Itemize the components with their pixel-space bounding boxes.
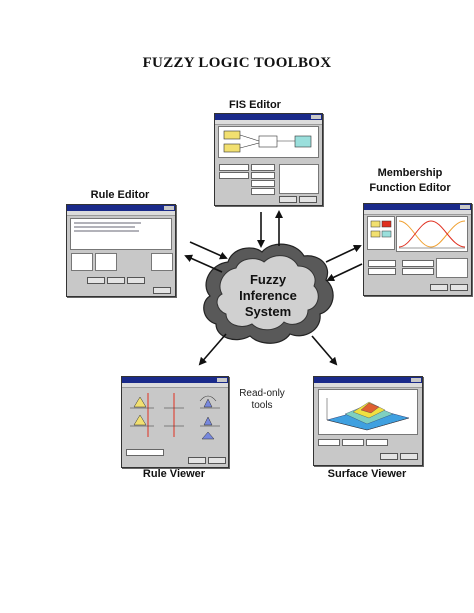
- surface-viewer-menubar[interactable]: [314, 383, 422, 388]
- mf-editor-label-line2: Function Editor: [369, 182, 451, 194]
- rule-editor-window[interactable]: [66, 204, 176, 297]
- rule-viewer-titlebar[interactable]: [122, 377, 228, 383]
- mf-params-field[interactable]: [402, 260, 434, 267]
- surface-y-input-field[interactable]: [342, 439, 364, 446]
- arrow-mf-editor-in: [325, 244, 362, 263]
- fis-type-field[interactable]: [219, 172, 249, 179]
- fis-editor-menubar[interactable]: [215, 120, 322, 125]
- rule-editor-menubar[interactable]: [67, 211, 175, 216]
- fis-cloud-shape: [203, 243, 334, 344]
- page-title: FUZZY LOGIC TOOLBOX: [142, 55, 332, 71]
- surface-z-output-field[interactable]: [366, 439, 388, 446]
- mf-help-button[interactable]: [430, 284, 448, 291]
- rule-viewer-close-button[interactable]: [208, 457, 226, 464]
- center-line-1: Fuzzy: [250, 272, 287, 287]
- arrow-mf-editor-out: [326, 263, 363, 282]
- mf-editor-titlebar[interactable]: [364, 204, 471, 210]
- rule-editor-label: Rule Editor: [90, 189, 150, 201]
- surface-x-input-field[interactable]: [318, 439, 340, 446]
- rule-editor-titlebar[interactable]: [67, 205, 175, 211]
- surface-viewer-window[interactable]: [313, 376, 423, 466]
- arrow-to-rule-viewer: [198, 333, 227, 366]
- mf-curves-graphic: [398, 220, 466, 249]
- rule-viewer-input-field[interactable]: [126, 449, 164, 456]
- surface-close-button[interactable]: [400, 453, 418, 460]
- rule-viewer-plots: [130, 393, 220, 440]
- rule-close-button[interactable]: [153, 287, 171, 294]
- arrow-rule-editor-in: [189, 241, 228, 260]
- surface-plot-graphic: [326, 398, 410, 431]
- fis-info-pane: [279, 164, 319, 194]
- mf-editor-label-line1: Membership: [377, 167, 443, 179]
- surface-help-button[interactable]: [380, 453, 398, 460]
- rule-input2-list[interactable]: [95, 253, 117, 271]
- fis-variables-graphic: [370, 220, 392, 238]
- rule-output-list[interactable]: [151, 253, 173, 271]
- rule-list-text: [74, 222, 141, 232]
- rule-viewer-window[interactable]: [121, 376, 229, 468]
- center-line-3: System: [245, 304, 291, 319]
- mf-name-field[interactable]: [368, 260, 396, 267]
- fis-editor-titlebar[interactable]: [215, 114, 322, 120]
- add-rule-button[interactable]: [107, 277, 125, 284]
- read-only-note-line2: tools: [251, 400, 273, 411]
- surface-viewer-label: Surface Viewer: [327, 468, 407, 480]
- fis-variables-pane: [367, 216, 395, 250]
- mf-editor-window[interactable]: [363, 203, 472, 296]
- delete-rule-button[interactable]: [87, 277, 105, 284]
- rule-input1-list[interactable]: [71, 253, 93, 271]
- arrow-rule-editor-out: [184, 254, 223, 273]
- fis-editor-window[interactable]: [214, 113, 323, 206]
- rule-viewer-help-button[interactable]: [188, 457, 206, 464]
- change-rule-button[interactable]: [127, 277, 145, 284]
- or-method-field[interactable]: [251, 172, 275, 179]
- rule-list-pane: [70, 218, 172, 250]
- surface-viewer-titlebar[interactable]: [314, 377, 422, 383]
- mf-range-field[interactable]: [402, 268, 434, 275]
- fis-diagram-graphic: [223, 130, 312, 153]
- rule-viewer-menubar[interactable]: [122, 383, 228, 388]
- center-system-text: Fuzzy Inference System: [239, 272, 297, 319]
- arrow-to-surface-viewer: [311, 335, 338, 366]
- mf-close-button[interactable]: [450, 284, 468, 291]
- mf-plot-pane[interactable]: [396, 216, 468, 252]
- read-only-note-line1: Read-only: [239, 388, 285, 399]
- fis-close-button[interactable]: [299, 196, 317, 203]
- center-line-2: Inference: [239, 288, 297, 303]
- surface-plot-pane: [318, 389, 418, 435]
- implication-field[interactable]: [251, 180, 275, 187]
- aggregation-field[interactable]: [251, 188, 275, 195]
- fis-editor-label: FIS Editor: [229, 99, 281, 111]
- mf-info-pane: [436, 258, 468, 278]
- mf-editor-menubar[interactable]: [364, 210, 471, 215]
- fis-help-button[interactable]: [279, 196, 297, 203]
- rule-viewer-label: Rule Viewer: [142, 468, 206, 480]
- fis-diagram-pane: [218, 126, 319, 158]
- fis-name-field[interactable]: [219, 164, 249, 171]
- and-method-field[interactable]: [251, 164, 275, 171]
- mf-type-field[interactable]: [368, 268, 396, 275]
